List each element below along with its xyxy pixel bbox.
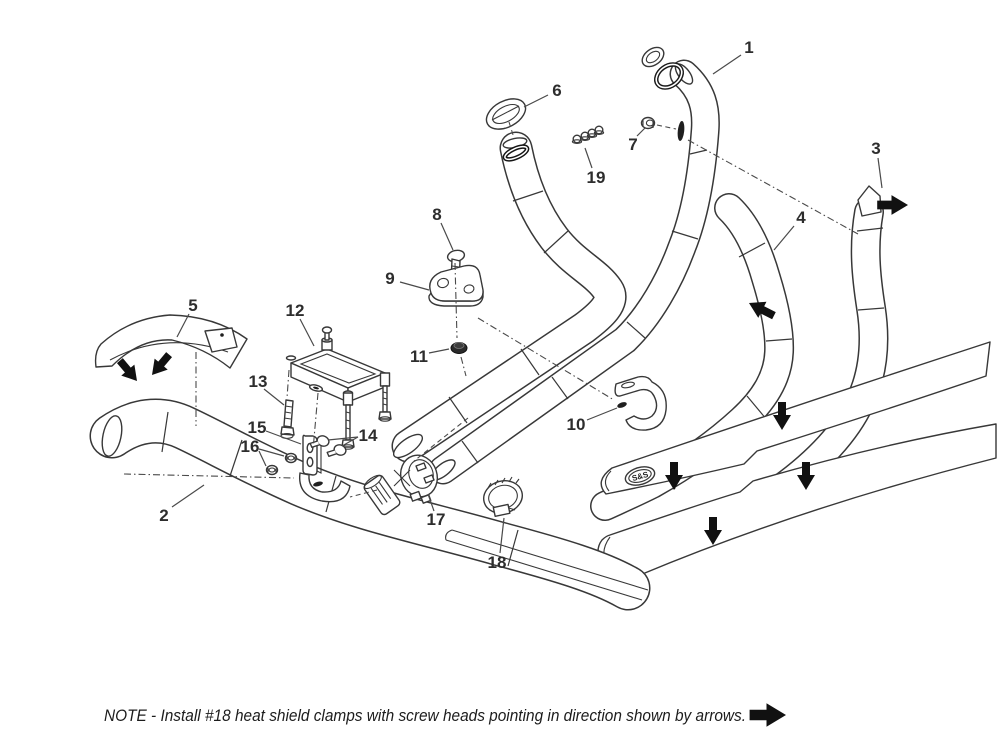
heat-shield-lower — [597, 423, 997, 578]
hex-bolt-13 — [280, 399, 295, 439]
hex-nut-7 — [640, 116, 656, 130]
callout-13: 13 — [249, 372, 285, 406]
callout-number-14: 14 — [359, 426, 378, 445]
direction-arrow-shield5-right — [152, 352, 173, 375]
standoff-bolt-mid — [341, 390, 355, 450]
o2-sensor-bung — [677, 121, 685, 141]
callout-leader-line — [428, 348, 450, 354]
exhaust-gasket — [485, 98, 527, 130]
callout-15: 15 — [248, 418, 302, 445]
callout-number-11: 11 — [410, 347, 428, 366]
callout-number-12: 12 — [286, 301, 305, 320]
callout-leader-line — [712, 54, 742, 75]
callout-leader-line — [586, 407, 618, 421]
callout-number-5: 5 — [188, 296, 197, 315]
callout-leader-line — [265, 430, 302, 445]
direction-arrow-shield5-left — [116, 358, 137, 381]
callout-leader-line — [258, 448, 285, 457]
support-bracket-12 — [285, 326, 392, 450]
flange-nut-11 — [450, 342, 468, 354]
front-header-pipe-1 — [428, 46, 720, 485]
callout-11: 11 — [410, 347, 450, 366]
callout-number-10: 10 — [567, 415, 586, 434]
callout-number-13: 13 — [249, 372, 268, 391]
callout-number-16: 16 — [241, 437, 260, 456]
callout-leader-line — [176, 313, 190, 338]
direction-arrow-down-2 — [665, 462, 683, 490]
direction-arrow-down-4 — [704, 517, 722, 545]
callout-7: 7 — [628, 127, 646, 154]
callout-leader-line — [258, 450, 267, 467]
callout-9: 9 — [385, 269, 430, 291]
callout-5: 5 — [176, 296, 198, 338]
callout-3: 3 — [871, 139, 883, 189]
callout-number-7: 7 — [628, 135, 637, 154]
callout-18: 18 — [488, 517, 507, 572]
callout-leader-line — [263, 388, 285, 406]
button-bolts-14 — [309, 435, 347, 457]
construction-lines — [123, 121, 859, 498]
callout-number-1: 1 — [744, 38, 753, 57]
callout-number-4: 4 — [796, 208, 806, 227]
callout-leader-line — [584, 147, 593, 169]
callout-number-6: 6 — [552, 81, 561, 100]
standoff-left — [285, 355, 297, 361]
callout-number-18: 18 — [488, 553, 507, 572]
callout-leader-line — [341, 436, 359, 447]
direction-arrows-layer — [116, 195, 908, 727]
callout-number-9: 9 — [385, 269, 394, 288]
callout-1: 1 — [712, 38, 754, 75]
callout-14: 14 — [327, 426, 378, 447]
callout-10: 10 — [567, 407, 618, 434]
p-clamp-10 — [614, 375, 667, 431]
brand-logo-badge: S&S — [624, 466, 656, 486]
callout-number-15: 15 — [248, 418, 267, 437]
callout-12: 12 — [286, 301, 315, 347]
callout-leader-line — [171, 484, 205, 508]
band-clamp-17 — [393, 454, 439, 504]
rear-header-pipe — [391, 131, 627, 463]
callout-leader-line — [299, 318, 315, 347]
callout-6: 6 — [523, 81, 562, 108]
callout-leader-line — [440, 222, 454, 251]
callout-8: 8 — [432, 205, 454, 251]
callout-number-2: 2 — [159, 506, 168, 525]
standoff-stud-top — [321, 326, 333, 351]
direction-arrow-down-3 — [797, 462, 815, 490]
callout-leader-line — [499, 517, 505, 554]
saddle-clamp — [298, 472, 351, 503]
callout-number-17: 17 — [427, 510, 446, 529]
callout-17: 17 — [427, 493, 446, 529]
standoff-bolt-right — [378, 372, 392, 422]
callout-4: 4 — [773, 208, 806, 251]
heat-shield-long: S&S — [600, 341, 991, 495]
callout-leader-line — [636, 127, 646, 137]
callout-16: 16 — [241, 437, 285, 467]
callout-leader-line — [327, 436, 359, 441]
callout-leader-line — [773, 225, 795, 251]
callout-number-3: 3 — [871, 139, 880, 158]
callout-19: 19 — [584, 147, 606, 187]
callout-leader-line — [399, 281, 430, 291]
callout-leader-line — [877, 157, 883, 189]
note-arrow — [749, 703, 786, 727]
hose-clamp-18 — [483, 476, 523, 518]
flange-nuts-16 — [265, 452, 298, 476]
heat-shield-5 — [94, 314, 248, 369]
slotted-sleeve — [363, 474, 401, 516]
direction-arrow-pipe3-tip — [877, 195, 908, 215]
callout-number-19: 19 — [587, 168, 606, 187]
install-note: NOTE - Install #18 heat shield clamps wi… — [104, 706, 746, 725]
callout-leader-line — [427, 493, 435, 512]
direction-arrow-down-1 — [773, 402, 791, 430]
mount-bracket-9 — [428, 264, 484, 307]
flange-nuts-19 — [571, 125, 605, 144]
callout-2: 2 — [159, 484, 205, 525]
callout-number-8: 8 — [432, 205, 441, 224]
exhaust-flange — [641, 46, 685, 90]
callout-leader-line — [523, 94, 549, 108]
direction-arrow-pipe4 — [749, 301, 776, 320]
